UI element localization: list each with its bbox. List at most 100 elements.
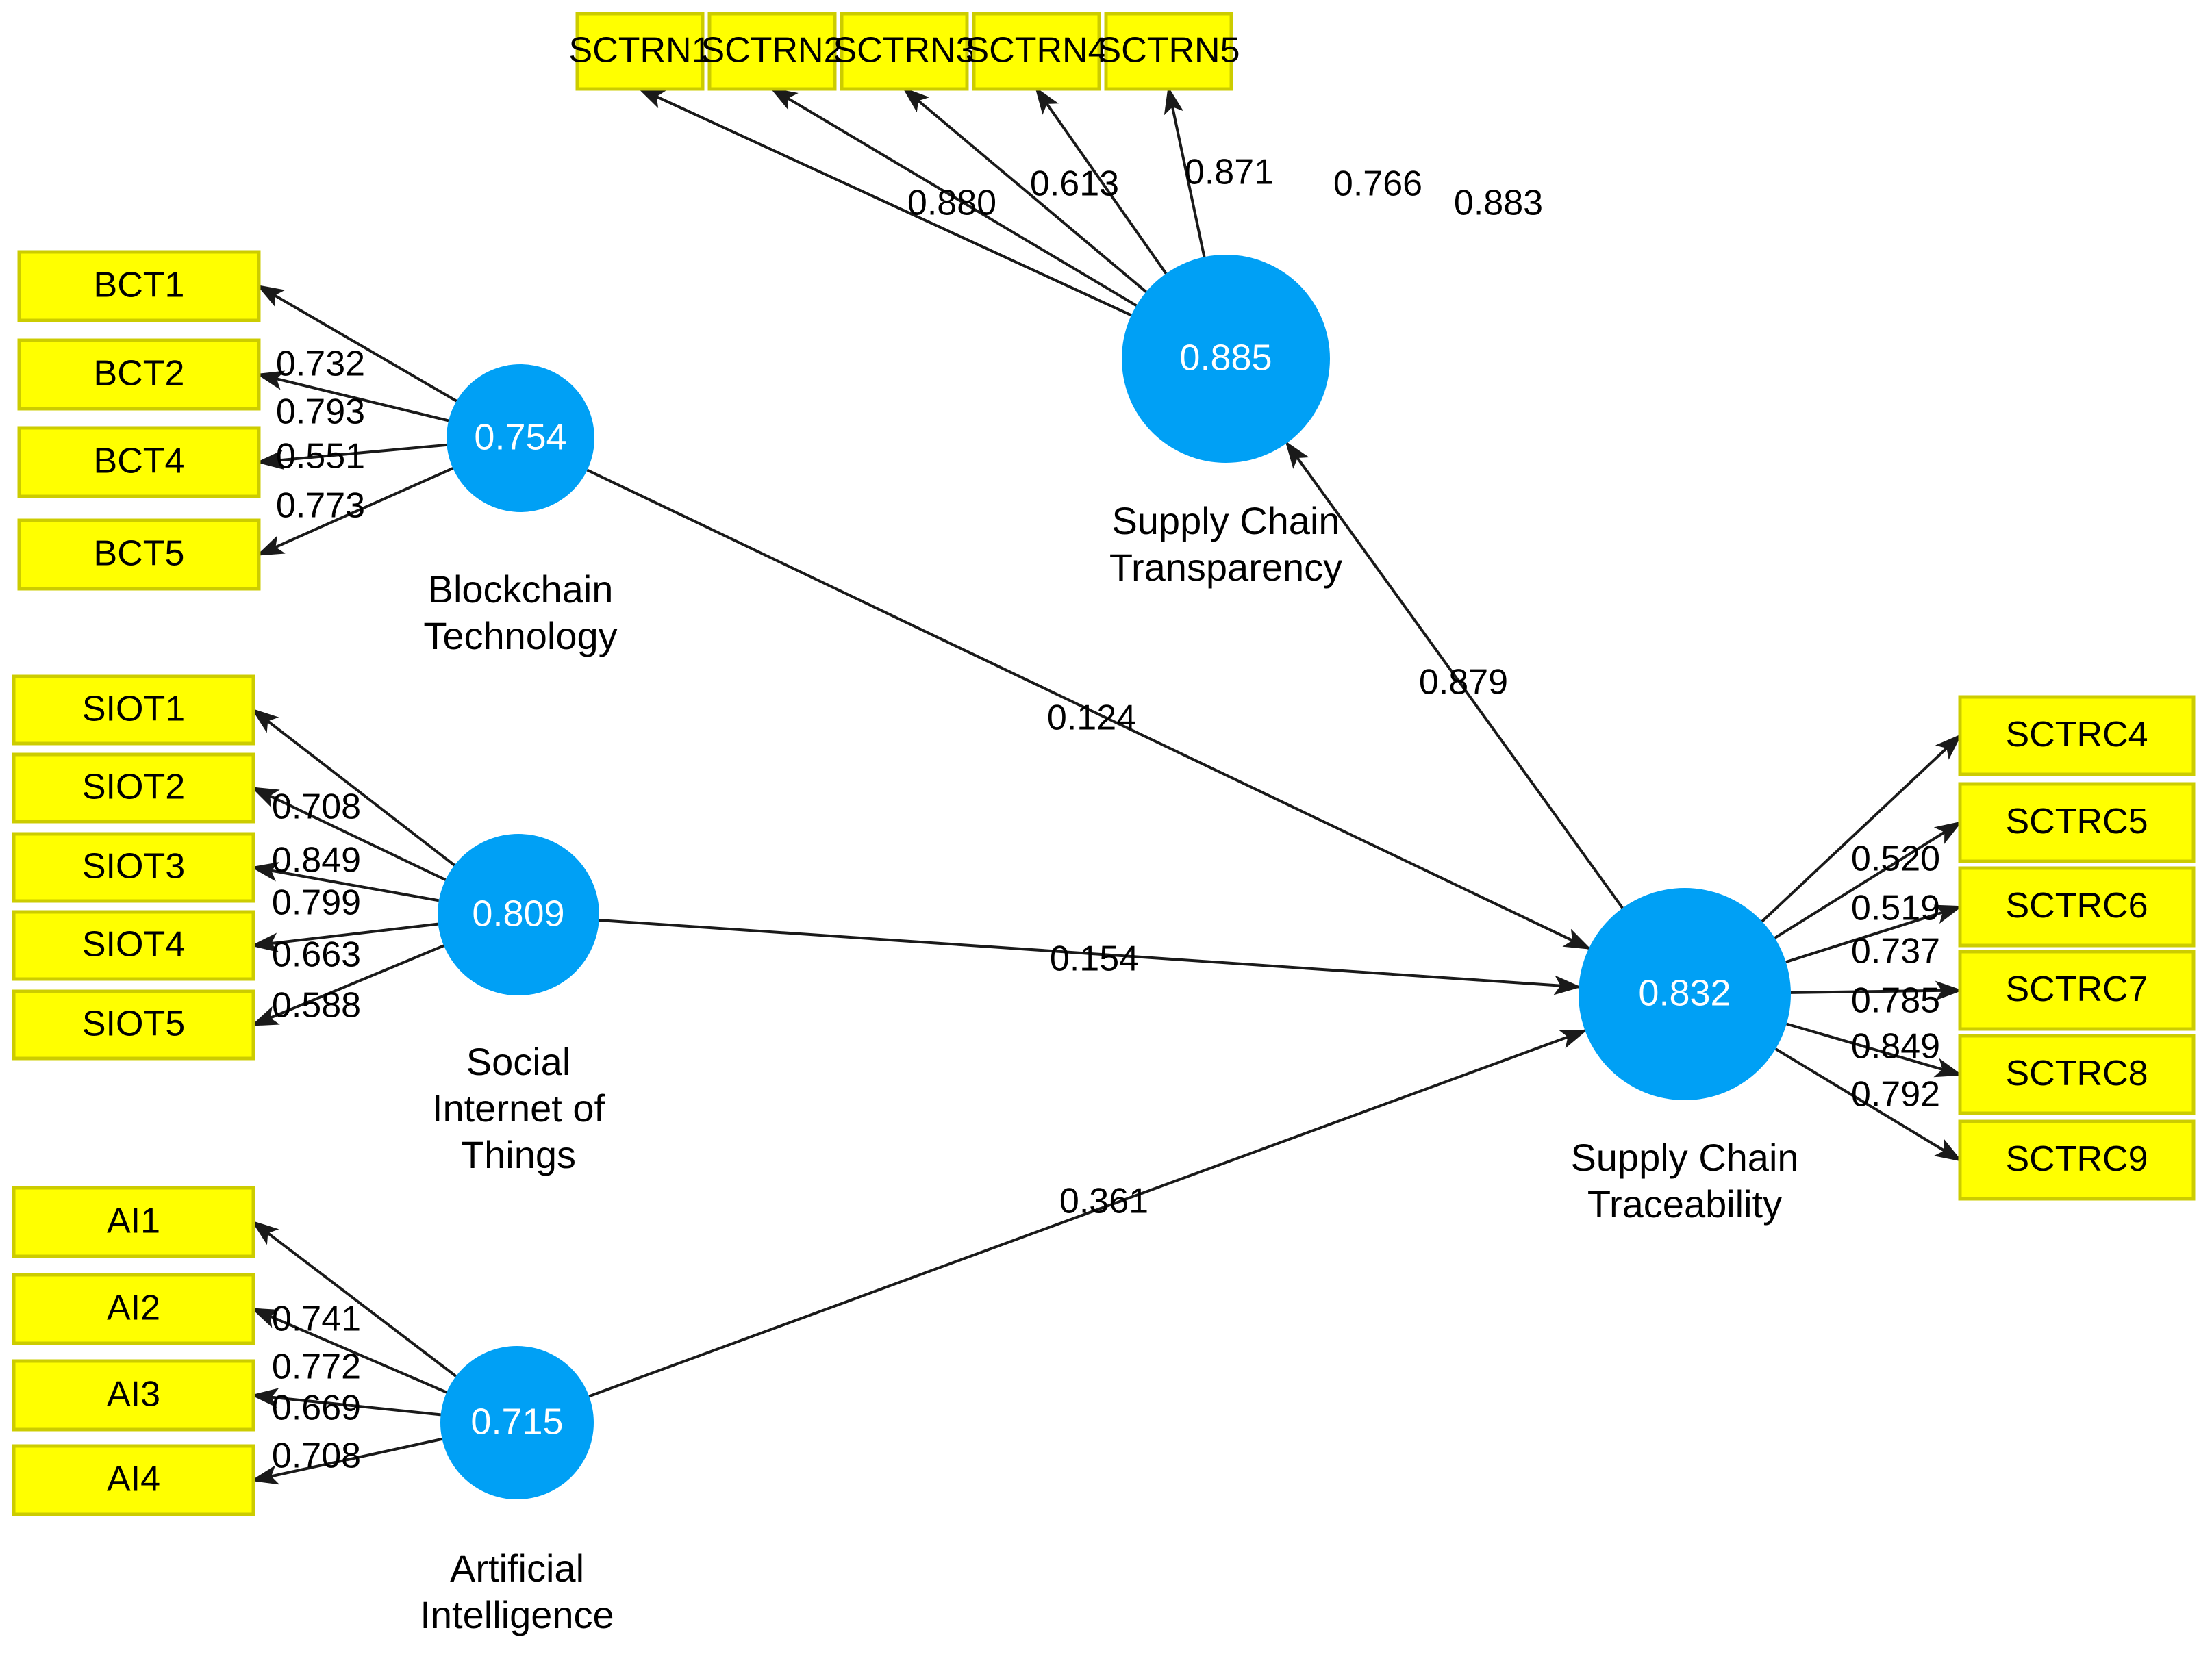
- indicator-label-BCT2: BCT2: [94, 354, 185, 394]
- construct-circle-SIOT[interactable]: [438, 834, 599, 995]
- loading-label-AI1: 0.741: [272, 1299, 361, 1339]
- construct-value-AI: 0.715: [470, 1401, 563, 1442]
- construct-circle-SCTRC[interactable]: [1579, 888, 1791, 1100]
- indicator-label-SCTRC7: SCTRC7: [2005, 969, 2148, 1009]
- measurement-edge-SCTRC8: [1786, 1022, 1963, 1078]
- indicator-label-SCTRC8: SCTRC8: [2005, 1054, 2148, 1093]
- measurement-edge-SCTRC9: [1774, 1048, 1963, 1162]
- construct-value-SIOT: 0.809: [472, 893, 564, 934]
- indicator-box-SCTRC5[interactable]: [1958, 782, 2196, 863]
- indicator-label-AI2: AI2: [107, 1288, 160, 1328]
- measurement-edge-AI3: [251, 1388, 441, 1417]
- indicator-box-SIOT2[interactable]: [12, 752, 255, 824]
- indicator-label-SCTRN2: SCTRN2: [701, 31, 843, 71]
- indicator-box-SCTRN3[interactable]: [840, 12, 969, 91]
- path-coefficient-AI-SCTRC: 0.361: [1059, 1182, 1148, 1221]
- construct-name-BCT: Blockchain: [428, 568, 614, 611]
- measurement-edge-AI4: [251, 1437, 443, 1485]
- indicator-box-BCT1[interactable]: [17, 250, 261, 322]
- indicator-box-SCTRN4[interactable]: [972, 12, 1101, 91]
- indicator-box-AI2[interactable]: [12, 1273, 255, 1345]
- indicator-label-AI3: AI3: [107, 1375, 160, 1414]
- measurement-edge-SCTRN1: [637, 88, 1132, 317]
- path-coefficient-SCTRC-SCTRN: 0.879: [1419, 663, 1508, 702]
- measurement-edge-SCTRN2: [770, 87, 1138, 307]
- structural-path-BCT-to-SCTRC: [586, 468, 1592, 950]
- construct-name-SIOT: Social: [466, 1040, 571, 1083]
- loading-label-SCTRC7: 0.785: [1851, 981, 1940, 1021]
- indicator-layer: BCT1BCT2BCT4BCT5SIOT1SIOT2SIOT3SIOT4SIOT…: [12, 12, 2196, 1516]
- measurement-edge-SCTRC6: [1785, 904, 1963, 964]
- loading-label-SCTRC5: 0.519: [1851, 889, 1940, 928]
- loading-label-SCTRN1: 0.880: [907, 183, 996, 223]
- loading-label-SIOT1: 0.708: [272, 787, 361, 827]
- indicator-box-SIOT4[interactable]: [12, 910, 255, 981]
- construct-name-AI: Artificial: [450, 1547, 584, 1590]
- indicator-box-SCTRC9[interactable]: [1958, 1119, 2196, 1201]
- loading-label-AI3: 0.669: [272, 1388, 361, 1428]
- construct-value-SCTRC: 0.832: [1638, 972, 1731, 1013]
- indicator-label-BCT4: BCT4: [94, 442, 185, 481]
- loading-label-BCT2: 0.793: [276, 392, 365, 432]
- indicator-label-AI4: AI4: [107, 1460, 160, 1499]
- indicator-label-SCTRC4: SCTRC4: [2005, 715, 2148, 754]
- indicator-box-SIOT5[interactable]: [12, 989, 255, 1061]
- loading-label-SCTRN2: 0.613: [1030, 164, 1119, 204]
- indicator-label-SCTRN3: SCTRN3: [833, 31, 975, 71]
- indicator-box-SCTRC6[interactable]: [1958, 866, 2196, 948]
- loading-label-SCTRC6: 0.737: [1851, 932, 1940, 972]
- loading-label-SCTRN4: 0.766: [1333, 164, 1422, 204]
- indicator-box-SCTRC8[interactable]: [1958, 1034, 2196, 1115]
- construct-name-AI: Intelligence: [420, 1593, 614, 1636]
- loading-label-SCTRN3: 0.871: [1185, 153, 1274, 192]
- structural-path-SCTRC-to-SCTRN: [1285, 440, 1624, 909]
- measurement-edge-BCT2: [256, 370, 449, 422]
- indicator-box-SCTRC4[interactable]: [1958, 695, 2196, 776]
- indicator-box-BCT2[interactable]: [17, 338, 261, 411]
- indicator-label-SIOT5: SIOT5: [82, 1004, 185, 1044]
- loading-label-SCTRC8: 0.849: [1851, 1027, 1940, 1067]
- construct-name-SIOT: Things: [461, 1133, 576, 1176]
- indicator-label-SCTRN4: SCTRN4: [965, 31, 1107, 71]
- loading-label-BCT1: 0.732: [276, 344, 365, 384]
- construct-name-SCTRN: Supply Chain: [1111, 499, 1340, 542]
- indicator-label-SIOT4: SIOT4: [82, 925, 185, 965]
- measurement-edge-SCTRC4: [1761, 733, 1962, 923]
- indicator-label-BCT5: BCT5: [94, 534, 185, 574]
- indicator-label-SCTRC5: SCTRC5: [2005, 802, 2148, 841]
- construct-circle-BCT[interactable]: [447, 364, 594, 512]
- loading-label-SIOT2: 0.849: [272, 841, 361, 880]
- indicator-label-SIOT1: SIOT1: [82, 689, 185, 729]
- indicator-box-AI1[interactable]: [12, 1186, 255, 1258]
- indicator-box-SCTRN5[interactable]: [1104, 12, 1233, 91]
- indicator-box-AI4[interactable]: [12, 1444, 255, 1516]
- indicator-box-BCT4[interactable]: [17, 426, 261, 498]
- measurement-edge-BCT5: [256, 467, 454, 556]
- loading-label-SCTRC4: 0.520: [1851, 839, 1940, 879]
- construct-value-SCTRN: 0.885: [1179, 337, 1272, 378]
- indicator-box-SCTRN2[interactable]: [707, 12, 837, 91]
- indicator-box-AI3[interactable]: [12, 1359, 255, 1432]
- indicator-box-SCTRN1[interactable]: [575, 12, 705, 91]
- measurement-edge-SIOT1: [251, 708, 455, 867]
- indicator-box-SIOT3[interactable]: [12, 832, 255, 903]
- indicator-label-SCTRN1: SCTRN1: [568, 31, 711, 71]
- indicator-label-SIOT3: SIOT3: [82, 847, 185, 887]
- indicator-box-SCTRC7[interactable]: [1958, 950, 2196, 1031]
- edge-layer: [251, 86, 1963, 1485]
- construct-circle-AI[interactable]: [440, 1346, 594, 1499]
- measurement-edge-AI2: [251, 1308, 447, 1394]
- construct-name-SIOT: Internet of: [432, 1087, 605, 1130]
- indicator-label-SCTRC6: SCTRC6: [2005, 886, 2148, 926]
- measurement-edge-SIOT4: [251, 922, 439, 953]
- measurement-edge-SCTRC5: [1774, 821, 1963, 939]
- indicator-box-SIOT1[interactable]: [12, 674, 255, 746]
- path-coefficient-SIOT-SCTRC: 0.154: [1050, 939, 1139, 979]
- loading-label-SCTRN5: 0.883: [1454, 183, 1543, 223]
- indicator-box-BCT5[interactable]: [17, 518, 261, 591]
- measurement-edge-BCT1: [256, 284, 457, 403]
- measurement-edge-BCT4: [256, 443, 447, 470]
- construct-circle-SCTRN[interactable]: [1122, 255, 1330, 463]
